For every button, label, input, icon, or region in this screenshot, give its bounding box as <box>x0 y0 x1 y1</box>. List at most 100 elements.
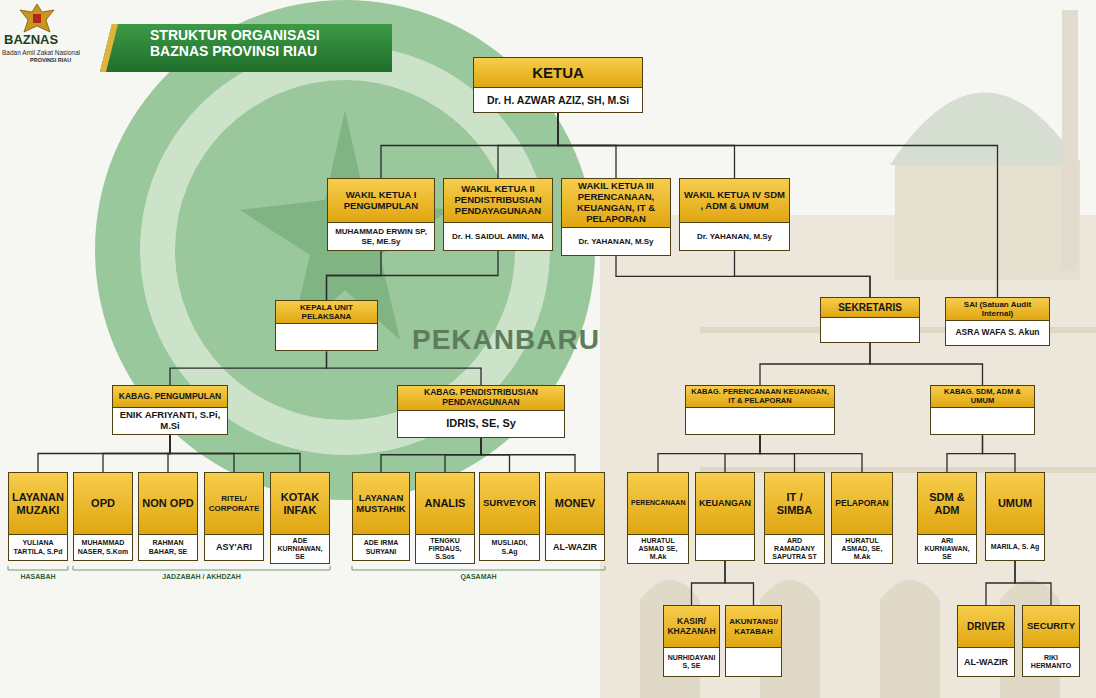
org-connector <box>327 351 482 385</box>
org-connector <box>381 438 481 472</box>
box-heading: IT / SIMBA <box>768 491 821 516</box>
name-field: ADE KURNIAWAN, SE <box>271 535 329 563</box>
box-header: IT / SIMBA <box>765 473 824 535</box>
bracket-line <box>73 566 330 570</box>
box-heading: AKUNTANSI/ KATABAH <box>729 617 778 635</box>
box-heading: KOTAK INFAK <box>274 491 326 516</box>
box-heading: MONEV <box>549 497 601 510</box>
box-header: LAYANAN MUSTAHIK <box>353 473 409 535</box>
bracket-label: QASAMAH <box>352 573 605 581</box>
name-field: ARD RAMADANY SAPUTRA ST <box>765 535 824 563</box>
org-connector <box>170 351 327 385</box>
org-connector <box>760 343 870 385</box>
bracket-label: HASABAH <box>8 573 68 581</box>
person-name: TENGKU FIRDAUS, S.Sos <box>419 537 471 561</box>
org-box: KEUANGAN <box>695 472 755 561</box>
name-field: MUHAMMAD ERWIN SP, SE, ME.Sy <box>328 223 434 250</box>
mosque-photo <box>600 10 1096 698</box>
org-connector <box>986 561 1015 605</box>
box-header: KASIR/ KHAZANAH <box>664 606 719 648</box>
box-header: KOTAK INFAK <box>271 473 329 535</box>
org-box: KABAG. PERENCANAAN KEUANGAN, IT & PELAPO… <box>685 385 835 435</box>
box-heading: KEPALA UNIT PELAKSANA <box>279 303 374 321</box>
org-connector <box>692 561 726 605</box>
box-heading: OPD <box>77 497 129 510</box>
minaret <box>1062 10 1078 270</box>
box-header: RITEL/ CORPORATE <box>205 473 263 535</box>
bracket-label: JADZABAH / AKHDZAH <box>73 573 330 581</box>
name-field: Dr. YAHANAN, M.Sy <box>562 228 670 255</box>
person-name: AL-WAZIR <box>961 657 1011 667</box>
logo-text: PROVINSI RIAU <box>30 57 71 63</box>
name-field: ENIK AFRIYANTI, S.Pi, M.Si <box>113 408 227 434</box>
org-box: SEKRETARIS <box>820 297 920 343</box>
box-heading: LAYANAN MUSTAHIK <box>356 493 406 515</box>
emblem-star <box>240 110 450 340</box>
box-header: AKUNTANSI/ KATABAH <box>726 606 781 648</box>
box-header: MONEV <box>546 473 604 535</box>
box-header: WAKIL KETUA IV SDM , ADM & UMUM <box>680 179 789 223</box>
box-header: SURVEYOR <box>480 473 539 535</box>
org-box: WAKIL KETUA III PERENCANAAN, KEUANGAN, I… <box>561 178 671 256</box>
person-name: MUHAMMAD ERWIN SP, SE, ME.Sy <box>331 227 431 245</box>
org-connector <box>558 113 998 297</box>
person-name: HURATUL ASMAD, SE, M.Ak <box>835 537 889 561</box>
box-header: LAYANAN MUZAKI <box>9 473 67 535</box>
name-field <box>276 324 377 350</box>
name-field: Dr. H. AZWAR AZIZ, SH, M.Si <box>474 88 642 112</box>
box-heading: PERENCANAAN <box>631 499 685 507</box>
box-heading: NON OPD <box>142 497 194 510</box>
name-field <box>686 408 834 434</box>
org-connector <box>170 435 300 472</box>
person-name: ARI KURNIAWAN, SE <box>921 537 973 561</box>
org-connector <box>870 343 983 385</box>
person-name: RAHMAN BAHAR, SE <box>142 539 194 555</box>
name-field: AL-WAZIR <box>546 535 604 560</box>
logo-text: Badan Amil Zakat Nasional <box>2 49 80 56</box>
box-header: SDM & ADM <box>918 473 976 535</box>
org-box: PELAPORANHURATUL ASMAD, SE, M.Ak <box>831 472 893 564</box>
name-field <box>931 408 1034 434</box>
name-field: RIKI HERMANTO <box>1023 648 1079 676</box>
org-box: WAKIL KETUA II PENDISTRIBUSIAN PENDAYAGU… <box>443 178 553 251</box>
name-field: ASRA WAFA S. Akun <box>946 321 1049 345</box>
name-field: MUSLIADI, S.Ag <box>480 535 539 560</box>
name-field: HURATUL ASMAD SE, M.Ak <box>628 535 688 563</box>
org-box: KEPALA UNIT PELAKSANA <box>275 300 378 351</box>
bracket-line <box>8 566 68 570</box>
org-connector <box>760 435 862 472</box>
banner-stripe <box>100 24 118 72</box>
name-field <box>726 648 781 676</box>
name-field: MARILA, S. Ag <box>986 535 1044 560</box>
org-box: KABAG. SDM, ADM & UMUM <box>930 385 1035 435</box>
org-connector <box>1015 561 1051 605</box>
chart-title: STRUKTUR ORGANISASI BAZNAS PROVINSI RIAU <box>150 27 365 59</box>
box-heading: WAKIL KETUA II PENDISTRIBUSIAN PENDAYAGU… <box>447 184 549 217</box>
mosque-arches <box>640 580 1060 698</box>
garuda-shape <box>20 4 54 32</box>
org-box: UMUMMARILA, S. Ag <box>985 472 1045 561</box>
person-name: NURHIDAYANI S, SE <box>667 654 716 670</box>
org-connector <box>725 435 760 472</box>
box-header: KABAG. PENGUMPULAN <box>113 386 227 408</box>
org-connector <box>481 438 575 472</box>
box-heading: KABAG. PENGUMPULAN <box>116 392 224 402</box>
logo-text: BAZNAS <box>4 33 58 48</box>
name-field: Dr. YAHANAN, M.Sy <box>680 223 789 250</box>
box-header: KABAG. SDM, ADM & UMUM <box>931 386 1034 408</box>
person-name: ARD RAMADANY SAPUTRA ST <box>768 537 821 561</box>
mosque-wall <box>600 215 1096 698</box>
org-box: NON OPD RAHMAN BAHAR, SE <box>138 472 198 561</box>
garuda-emblem <box>20 4 54 32</box>
box-heading: SAI (Satuan Audit Internal) <box>949 300 1046 318</box>
box-heading: SURVEYOR <box>483 498 536 509</box>
org-box: DRIVERAL-WAZIR <box>957 605 1015 677</box>
org-box: ANALISTENGKU FIRDAUS, S.Sos <box>415 472 475 564</box>
box-header: KABAG. PENDISTRIBUSIAN PENDAYAGUNAAN <box>398 386 564 411</box>
person-name: ASRA WAFA S. Akun <box>949 328 1046 338</box>
org-connector <box>498 113 558 178</box>
box-header: KEUANGAN <box>696 473 754 535</box>
name-field: AL-WAZIR <box>958 648 1014 676</box>
name-field: YULIANA TARTILA, S.Pd <box>9 535 67 560</box>
person-name: Dr. YAHANAN, M.Sy <box>565 237 667 246</box>
